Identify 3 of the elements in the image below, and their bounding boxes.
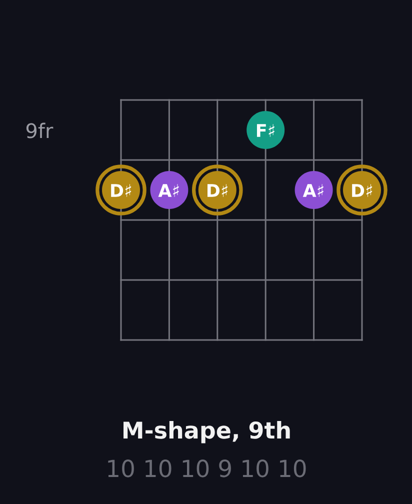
fret-numbers: 10 10 10 9 10 10 [108,460,306,478]
chord-title: M-shape, 9th [124,421,290,444]
fret-position-label: 9fr [26,122,54,138]
